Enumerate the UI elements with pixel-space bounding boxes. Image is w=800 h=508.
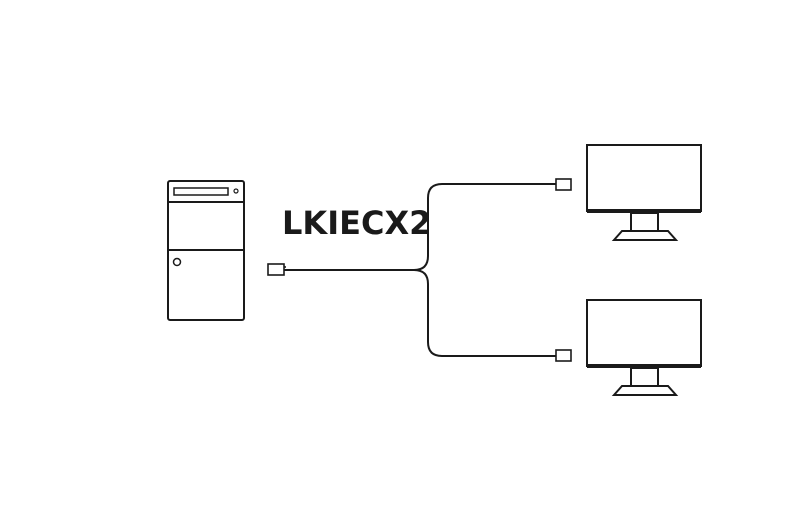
pc-connector-icon bbox=[267, 263, 286, 276]
monitor-1-connector-icon bbox=[555, 178, 572, 191]
desktop-tower-icon bbox=[167, 180, 245, 321]
cable-label: LKIECX2 bbox=[282, 204, 432, 242]
monitor-icon bbox=[586, 144, 702, 241]
cable bbox=[284, 183, 556, 357]
monitor-2-connector-icon bbox=[555, 349, 572, 362]
monitor-icon bbox=[586, 299, 702, 396]
